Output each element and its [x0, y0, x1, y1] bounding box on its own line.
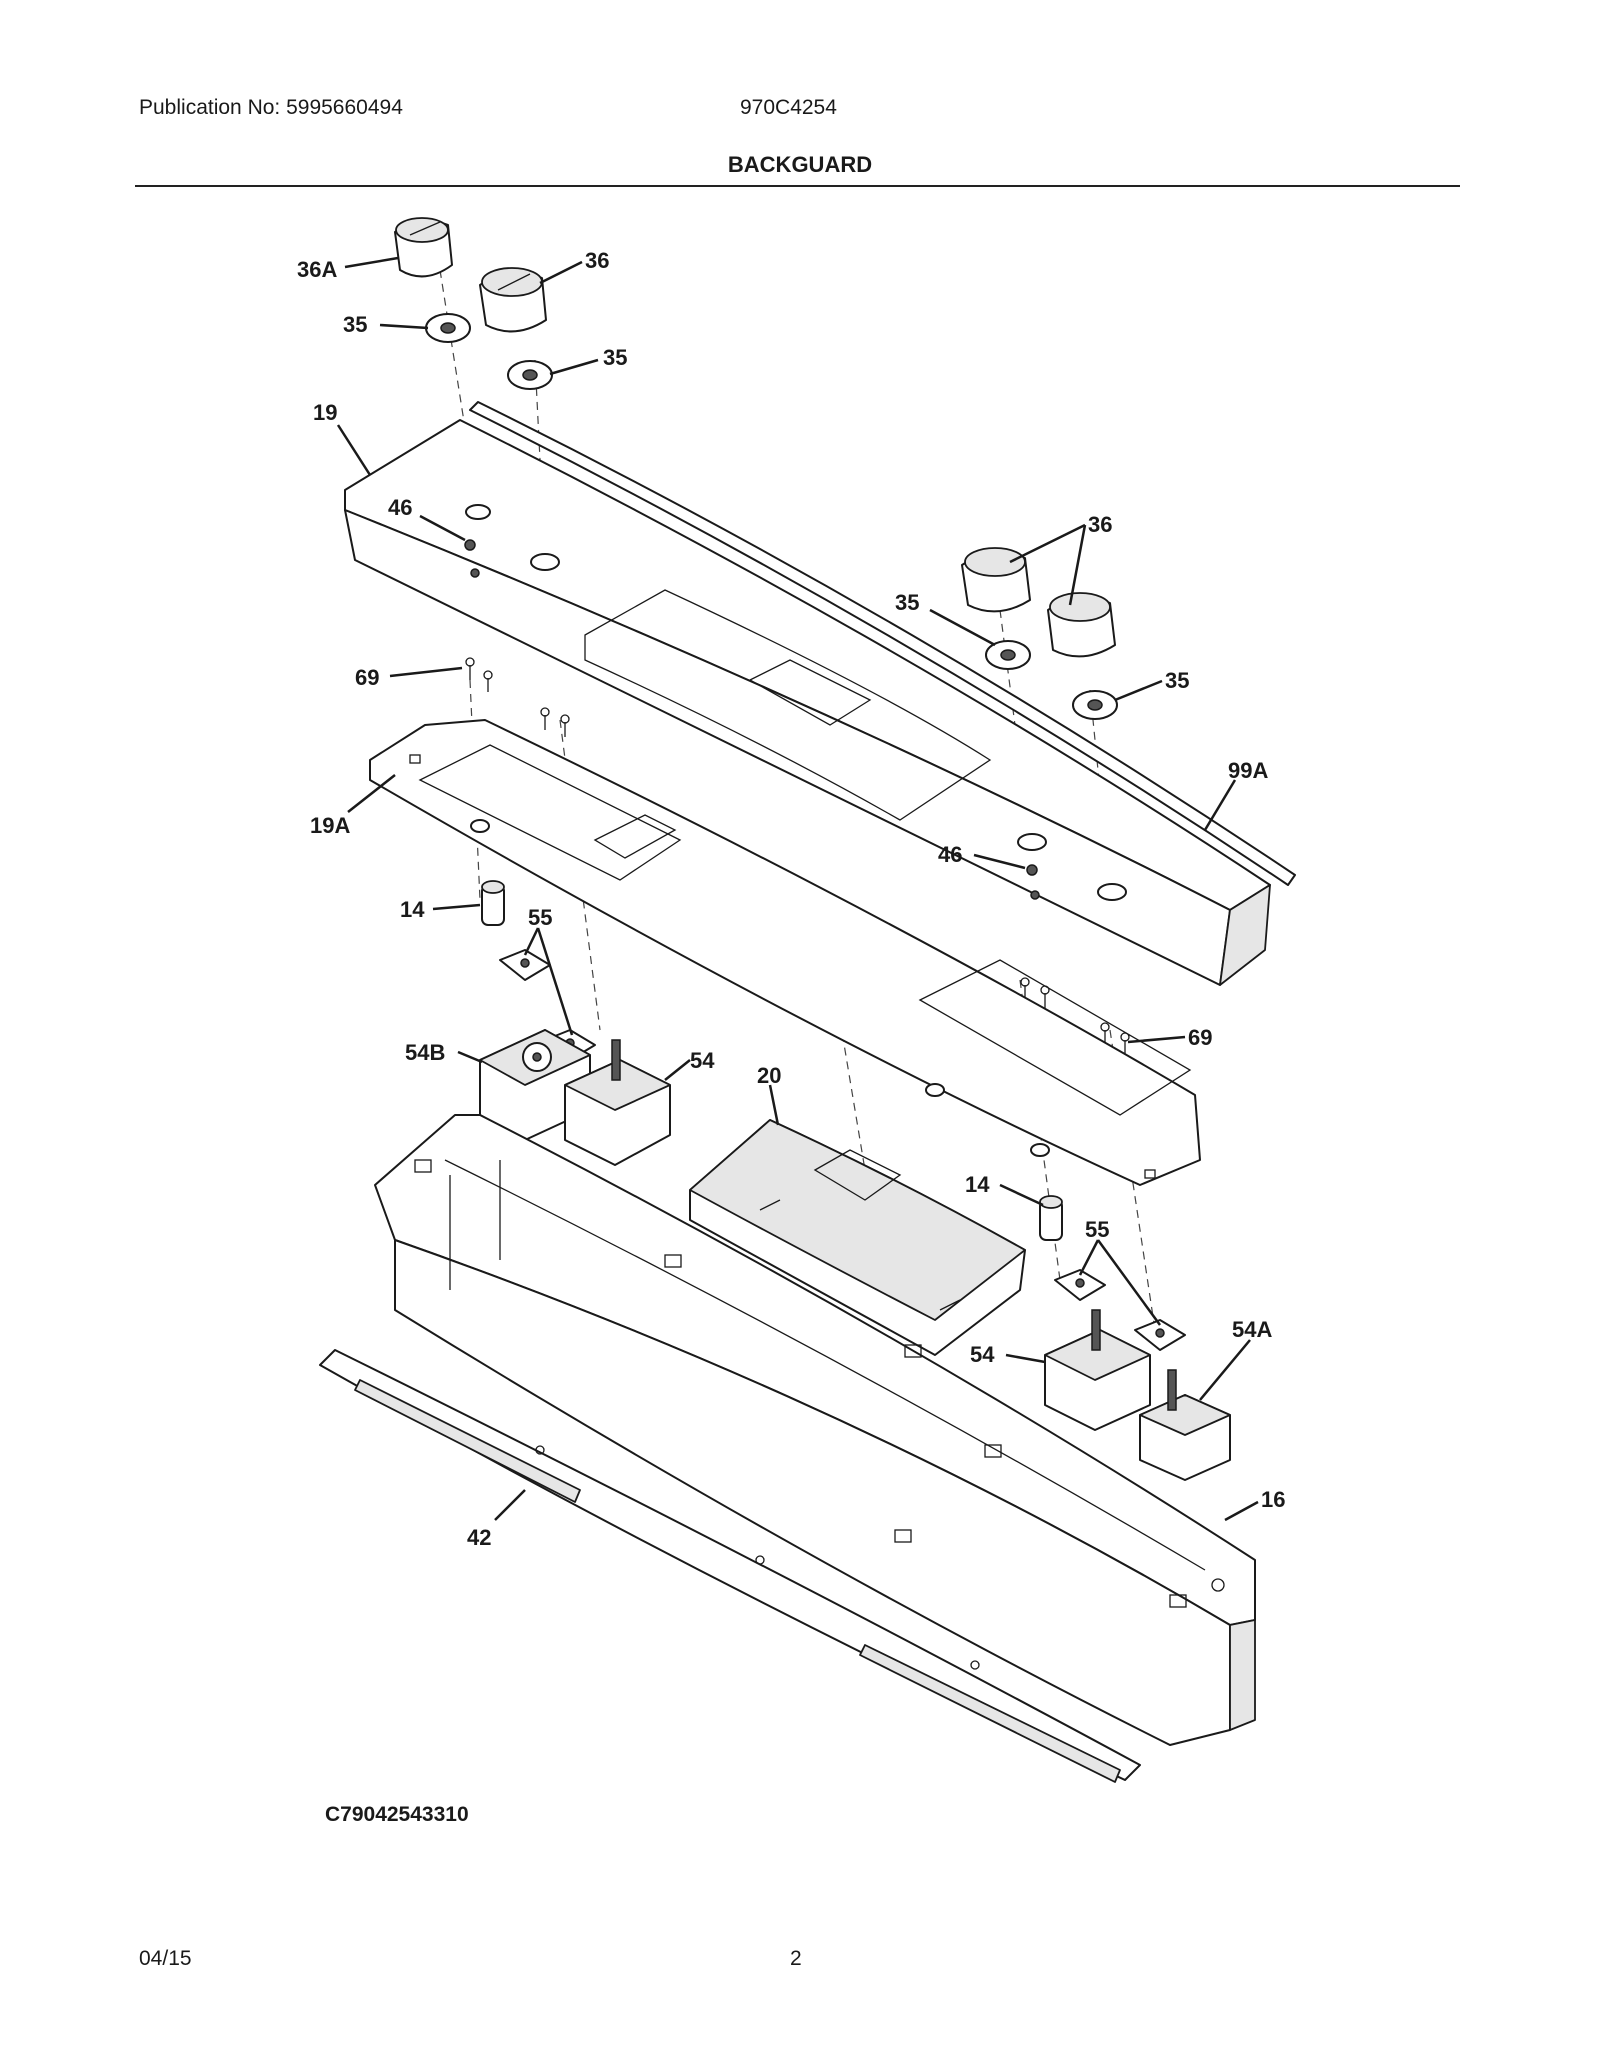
bottom-trim-42 [319, 1349, 1141, 1783]
callout-46-left: 46 [388, 495, 412, 520]
spacer-14-left [481, 880, 505, 926]
callout-16: 16 [1261, 1487, 1285, 1512]
switch-54B [479, 1029, 591, 1141]
callout-36-right: 36 [1088, 512, 1112, 537]
knob-36-right-1 [961, 547, 1031, 613]
leader-lines [336, 256, 1259, 1522]
control-panel-19 [344, 419, 1271, 986]
switch-54A [1139, 1369, 1231, 1481]
callout-36A: 36A [297, 257, 337, 282]
drawing-code: C79042543310 [325, 1803, 469, 1826]
callout-55-right: 55 [1085, 1217, 1109, 1242]
callout-54B: 54B [405, 1040, 445, 1065]
revision-date: 04/15 [139, 1947, 192, 1970]
screws [464, 539, 1130, 1055]
callout-46-right: 46 [938, 842, 962, 867]
publication-number: Publication No: 5995660494 [139, 96, 403, 119]
callout-35-left: 35 [343, 312, 367, 337]
callout-69-left: 69 [355, 665, 379, 690]
bezel-35-right-1 [985, 640, 1031, 670]
callout-20: 20 [757, 1063, 781, 1088]
bracket-plate-19A [369, 719, 1201, 1186]
callout-labels: 36A 36 35 35 19 46 36 35 35 69 19A 99A 4… [297, 248, 1285, 1550]
knob-36A [394, 217, 453, 278]
callout-69-right: 69 [1188, 1025, 1212, 1050]
callout-35-mid: 35 [603, 345, 627, 370]
page-title: BACKGUARD [727, 152, 873, 177]
spacer-14-right [1039, 1195, 1063, 1241]
callout-36: 36 [585, 248, 609, 273]
callout-14-left: 14 [400, 897, 425, 922]
callout-54-left: 54 [690, 1048, 715, 1073]
callout-19: 19 [313, 400, 337, 425]
callout-54-right: 54 [970, 1342, 995, 1367]
switch-54-left [564, 1039, 671, 1166]
knob-36-right-2 [1047, 592, 1116, 658]
electronic-control-20 [689, 1119, 1026, 1356]
callout-14-right: 14 [965, 1172, 990, 1197]
knob-36 [479, 267, 547, 333]
callout-19A: 19A [310, 813, 350, 838]
bezel-35-left [425, 313, 471, 343]
callout-35-right-1: 35 [895, 590, 919, 615]
callout-35-right-2: 35 [1165, 668, 1189, 693]
model-number: 970C4254 [740, 96, 837, 119]
callout-55-left: 55 [528, 905, 552, 930]
backguard-housing-16 [374, 1114, 1256, 1746]
bezel-35-mid [507, 360, 553, 390]
header-divider [135, 185, 1460, 187]
callout-54A: 54A [1232, 1317, 1272, 1342]
callout-42: 42 [467, 1525, 491, 1550]
bezel-35-right-2 [1072, 690, 1118, 720]
switch-54-right [1044, 1309, 1151, 1431]
trim-strip-99A [469, 401, 1296, 886]
page-number: 2 [790, 1947, 802, 1970]
callout-99A: 99A [1228, 758, 1268, 783]
